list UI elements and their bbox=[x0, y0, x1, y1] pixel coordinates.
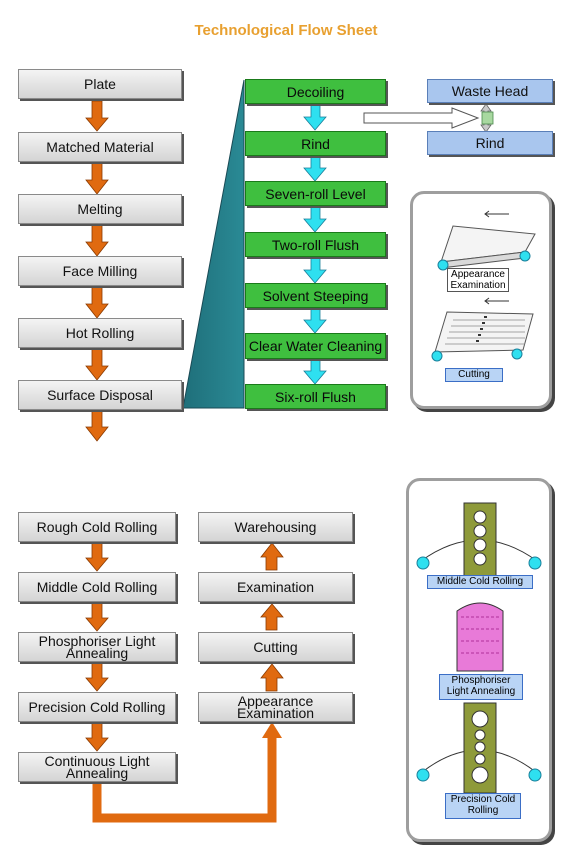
clean-decoiling: Decoiling bbox=[245, 79, 386, 104]
middle-cold-rolling-label: Middle Cold Rolling bbox=[427, 575, 533, 589]
step-precision-cold-rolling: Precision Cold Rolling bbox=[18, 692, 176, 722]
step-cutting: Cutting bbox=[198, 632, 353, 662]
clean-rind: Rind bbox=[245, 131, 386, 156]
arrow-down-6 bbox=[85, 409, 109, 442]
cyan-arrow-4 bbox=[303, 256, 327, 284]
appearance-examination-label: Appearance Examination bbox=[447, 268, 509, 292]
cold-arrow-2 bbox=[85, 601, 109, 632]
illustration-panel-top: Appearance Examination Cutting bbox=[410, 191, 552, 409]
waste-head-box: Waste Head bbox=[427, 79, 553, 103]
precision-cold-rolling-label: Precision Cold Rolling bbox=[445, 793, 521, 819]
cold-arrow-1 bbox=[85, 541, 109, 572]
up-arrow-1 bbox=[260, 663, 284, 692]
clean-two-roll-flush: Two-roll Flush bbox=[245, 232, 386, 257]
rolling-mill-illustration bbox=[416, 502, 542, 794]
step-warehousing: Warehousing bbox=[198, 512, 353, 542]
arrow-down-1 bbox=[85, 100, 109, 132]
step-phosphoriser-light-annealing: Phosphoriser Light Annealing bbox=[18, 632, 176, 662]
elbow-connector bbox=[92, 736, 277, 823]
phosphoriser-annealing-label: Phosphoriser Light Annealing bbox=[439, 674, 523, 700]
arrow-down-4 bbox=[85, 286, 109, 319]
arrow-down-2 bbox=[85, 162, 109, 195]
cyan-arrow-2 bbox=[303, 155, 327, 182]
diagram-title: Technological Flow Sheet bbox=[194, 22, 378, 39]
step-middle-cold-rolling: Middle Cold Rolling bbox=[18, 572, 176, 602]
step-plate: Plate bbox=[18, 69, 182, 99]
rind-box: Rind bbox=[427, 131, 553, 155]
up-arrow-2 bbox=[260, 603, 284, 631]
up-arrow-3 bbox=[260, 542, 284, 571]
cleaning-line-wedge bbox=[182, 79, 245, 409]
clean-clear-water-cleaning: Clear Water Cleaning bbox=[245, 333, 386, 359]
step-face-milling: Face Milling bbox=[18, 256, 182, 286]
step-surface-disposal: Surface Disposal bbox=[18, 380, 182, 410]
illustration-panel-bottom: Middle Cold Rolling Phosphoriser Light A… bbox=[406, 478, 552, 842]
cyan-arrow-5 bbox=[303, 307, 327, 334]
cold-arrow-4 bbox=[85, 721, 109, 752]
step-melting: Melting bbox=[18, 194, 182, 224]
cyan-arrow-3 bbox=[303, 205, 327, 233]
cyan-arrow-1 bbox=[303, 103, 327, 131]
step-examination: Examination bbox=[198, 572, 353, 602]
clean-six-roll-flush: Six-roll Flush bbox=[245, 384, 386, 409]
step-rough-cold-rolling: Rough Cold Rolling bbox=[18, 512, 176, 542]
elbow-arrowhead bbox=[262, 722, 282, 738]
step-continuous-light-annealing: Continuous Light Annealing bbox=[18, 752, 176, 782]
arrow-down-5 bbox=[85, 348, 109, 381]
cyan-arrow-6 bbox=[303, 358, 327, 385]
arrow-down-3 bbox=[85, 224, 109, 257]
step-hot-rolling: Hot Rolling bbox=[18, 318, 182, 348]
strip-illustration bbox=[431, 210, 536, 362]
clean-seven-roll-level: Seven-roll Level bbox=[245, 181, 386, 206]
cold-arrow-3 bbox=[85, 661, 109, 692]
clean-solvent-steeping: Solvent Steeping bbox=[245, 283, 386, 308]
side-arrow bbox=[363, 107, 480, 129]
step-matched-material: Matched Material bbox=[18, 132, 182, 162]
cutting-label: Cutting bbox=[445, 368, 503, 382]
step-appearance-examination: Appearance Examination bbox=[198, 692, 353, 722]
